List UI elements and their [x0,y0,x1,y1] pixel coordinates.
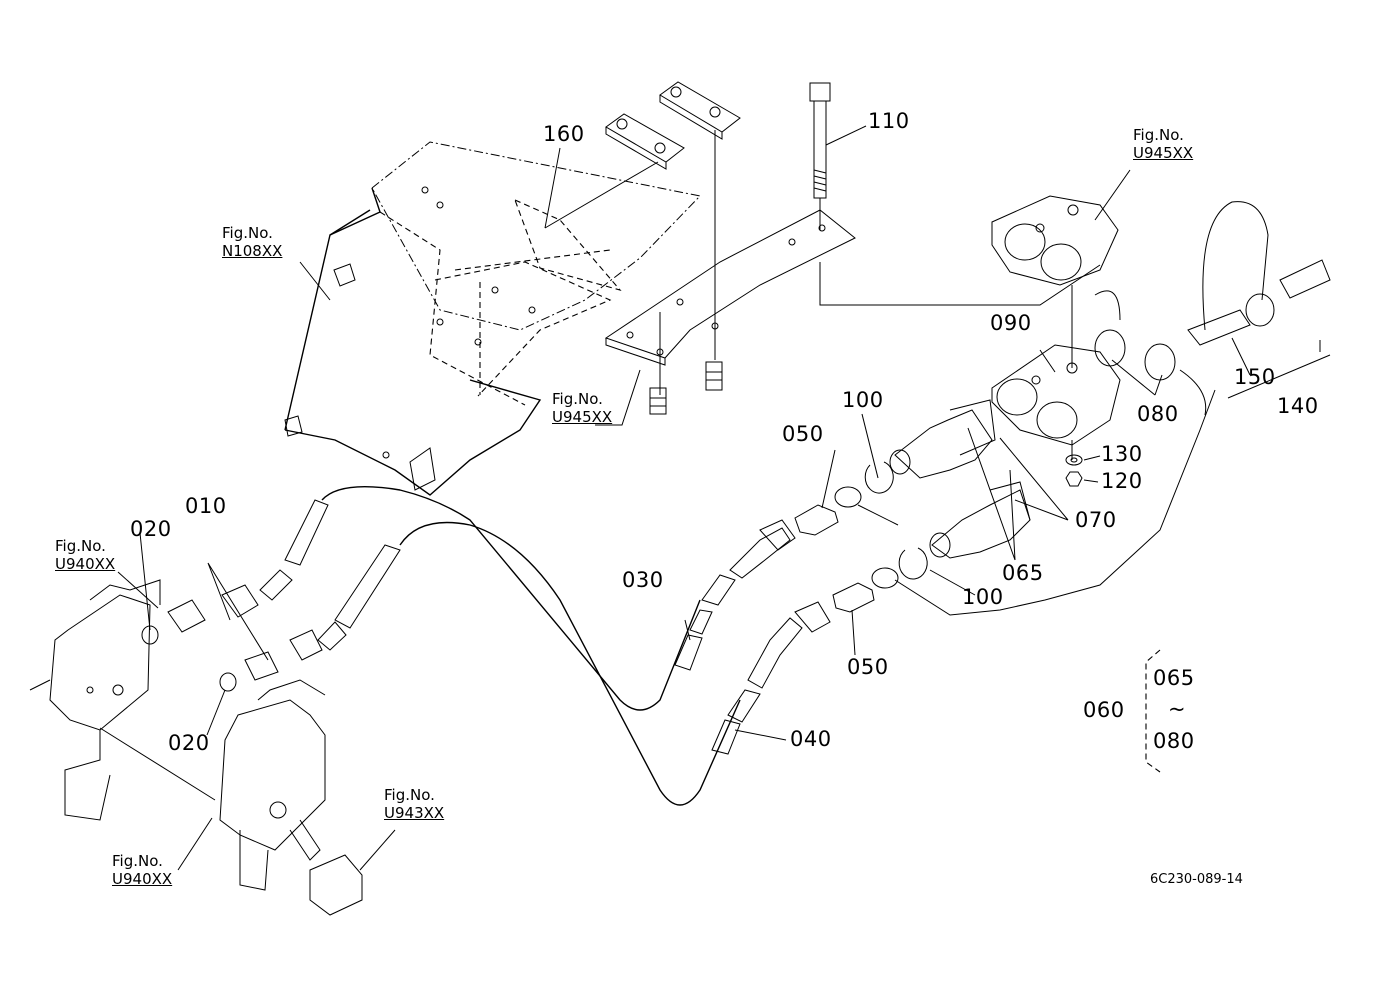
fig-ref-code: U940XX [55,555,116,573]
hose-030 [321,486,796,711]
circlips-100 [864,461,928,580]
callout-020-top: 020 [130,517,172,541]
top-plates [544,81,741,320]
fig-ref-u945-top: Fig.No. U945XX [1133,126,1193,162]
quick-couplers [889,399,1031,559]
fig-ref-code: U945XX [552,408,613,426]
dust-caps-080 [1094,290,1207,416]
o-rings [834,389,1216,616]
callout-050-top: 050 [782,422,824,446]
fig-ref-u940-left: Fig.No. U940XX [55,537,115,573]
frame-bracket [284,141,701,496]
callout-160: 160 [543,122,585,146]
fig-ref-code: U940XX [112,870,173,888]
fig-ref-u943: Fig.No. U943XX [384,786,444,822]
callout-065: 065 [1002,561,1044,585]
range-tilde: ~ [1168,697,1187,721]
leader-lines [117,125,1251,871]
callout-130: 130 [1101,442,1143,466]
callout-090: 090 [990,311,1032,335]
drawing-code: 6C230-089-14 [1150,872,1243,887]
callout-100-bottom: 100 [962,585,1004,609]
hose-ends-left [259,499,401,651]
callout-040: 040 [790,727,832,751]
bolt-110 [809,82,831,230]
callout-030: 030 [622,568,664,592]
adapters-050 [794,504,875,613]
callout-080: 080 [1137,402,1179,426]
group-bracket-140 [1227,340,1331,399]
fig-ref-prefix: Fig.No. [384,786,435,804]
fig-ref-prefix: Fig.No. [1133,126,1184,144]
fig-ref-code: U943XX [384,804,445,822]
callout-150: 150 [1234,365,1276,389]
coupler-holder-upper [991,195,1119,286]
fig-ref-prefix: Fig.No. [112,852,163,870]
fig-ref-n108: Fig.No. N108XX [222,224,282,260]
range-to: 080 [1153,729,1195,753]
callout-020-bottom: 020 [168,731,210,755]
callout-120: 120 [1101,469,1143,493]
fig-ref-code: U945XX [1133,144,1194,162]
callout-010: 010 [185,494,227,518]
hose-040 [399,521,831,806]
small-bolts [649,361,723,415]
fig-ref-u945-mid: Fig.No. U945XX [552,390,612,426]
fig-ref-u940-bottom: Fig.No. U940XX [112,852,172,888]
callout-050-bottom: 050 [847,655,889,679]
valve-right [219,679,363,916]
washer-nut [1065,454,1083,487]
valve-left [29,579,216,821]
range-from: 065 [1153,666,1195,690]
fig-ref-prefix: Fig.No. [55,537,106,555]
unions-010 [141,562,323,692]
callout-110: 110 [868,109,910,133]
fig-ref-prefix: Fig.No. [222,224,273,242]
fig-ref-code: N108XX [222,242,283,260]
callout-140: 140 [1277,394,1319,418]
pin-150 [1187,201,1331,346]
callout-060: 060 [1083,698,1125,722]
mounting-plate [604,209,1101,395]
callout-100-top: 100 [842,388,884,412]
callout-070: 070 [1075,508,1117,532]
coupler-holder-090 [991,285,1121,460]
fig-ref-prefix: Fig.No. [552,390,603,408]
